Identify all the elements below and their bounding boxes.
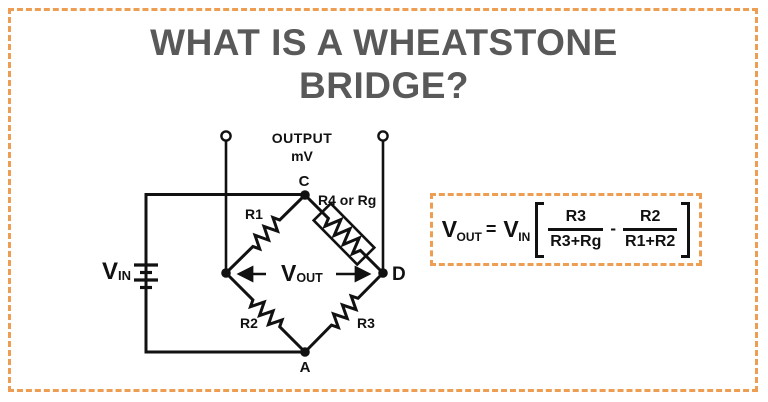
formula-minus: - [610, 218, 617, 238]
fraction1-numerator: R3 [548, 207, 604, 231]
formula-vout-base: V [441, 216, 457, 242]
fraction2-numerator: R2 [623, 207, 678, 231]
page-title: WHAT IS A WHEATSTONE BRIDGE? [0, 21, 768, 107]
node-c-dot [300, 190, 310, 200]
formula-fraction-2: R2 R1+R2 [623, 207, 678, 252]
r4-label: R4 or Rg [318, 192, 376, 208]
node-d-label: D [392, 264, 406, 285]
r2-label: R2 [240, 315, 258, 331]
formula-fraction-1: R3 R3+Rg [548, 207, 604, 252]
output-label: OUTPUT [272, 130, 333, 146]
vin-label: VIN [102, 258, 131, 285]
page-title-line2: BRIDGE? [299, 65, 469, 106]
outer-dashed-border [8, 8, 758, 392]
formula-vin: VIN [503, 216, 531, 244]
page-title-line1: WHAT IS A WHEATSTONE [150, 22, 618, 63]
formula-vout-sub: OUT [456, 230, 482, 244]
formula-equals: = [485, 219, 497, 239]
strain-gauge-box [311, 201, 377, 267]
formula-vin-base: V [503, 216, 519, 242]
fraction1-denominator: R3+Rg [550, 233, 602, 250]
formula-vin-sub: IN [518, 230, 531, 244]
node-a-dot [300, 347, 310, 357]
resistor-r3 [303, 271, 385, 354]
right-bracket-icon [681, 201, 691, 258]
output-unit-label: mV [291, 148, 313, 164]
resistor-r2 [224, 271, 307, 354]
r1-label: R1 [245, 206, 263, 222]
resistor-r4-rg [303, 193, 385, 275]
vout-label: VOUT [281, 260, 323, 286]
formula-vout: VOUT [441, 216, 482, 244]
resistor-r1 [224, 193, 307, 275]
r3-label: R3 [357, 315, 375, 331]
formula-box: VOUT = VIN R3 R3+Rg - R2 R1+R2 [430, 193, 702, 266]
node-left-dot [221, 268, 231, 278]
output-terminal-left-icon [220, 130, 232, 142]
node-a-label: A [300, 359, 311, 376]
output-terminal-right-icon [377, 130, 389, 142]
fraction2-denominator: R1+R2 [625, 233, 676, 250]
node-d-dot [378, 268, 388, 278]
battery-symbol [134, 263, 158, 290]
node-c-label: C [299, 173, 310, 190]
left-bracket-icon [535, 201, 545, 258]
